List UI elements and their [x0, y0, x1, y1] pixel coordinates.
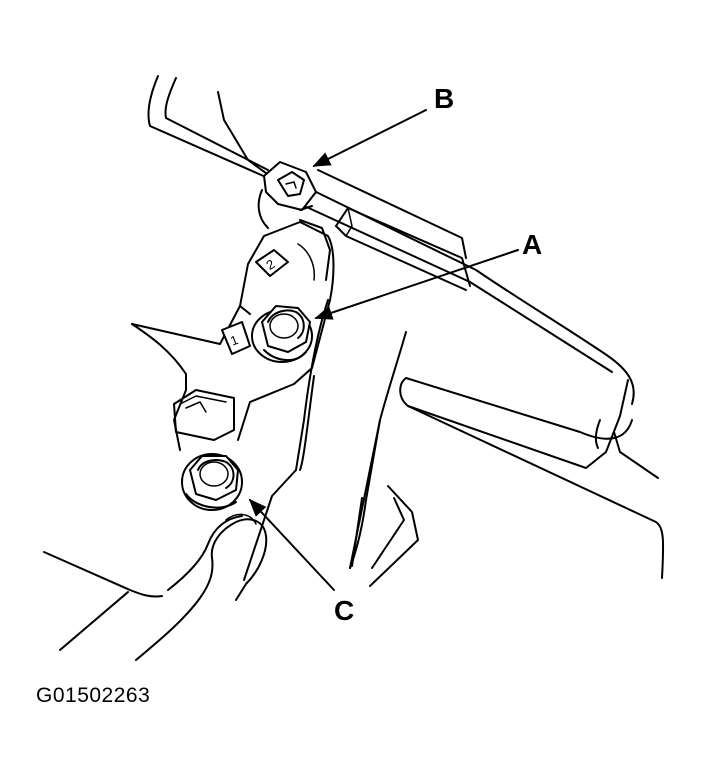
callout-c: C	[334, 595, 354, 626]
leader-lines	[248, 109, 519, 591]
figure-code: G01502263	[36, 684, 151, 707]
mounting-bracket	[131, 189, 335, 451]
flange-bolt-a	[251, 305, 313, 363]
leader-c	[248, 498, 335, 591]
mark-1-text: 1	[228, 332, 240, 349]
stamped-mark-2: 2	[255, 249, 289, 277]
stamped-mark-1: 1	[221, 321, 251, 355]
leader-a	[314, 249, 519, 320]
callout-a: A	[522, 229, 542, 260]
leader-b	[312, 109, 427, 167]
lower-tab	[173, 389, 235, 441]
clip-nut-b	[263, 161, 317, 211]
rail-slot	[335, 207, 471, 291]
lower-frame-member	[399, 377, 665, 579]
callout-b: B	[434, 83, 454, 114]
lower-left-structure	[43, 513, 268, 661]
upper-frame-rail	[147, 75, 635, 405]
flange-bolt-c	[181, 453, 243, 511]
